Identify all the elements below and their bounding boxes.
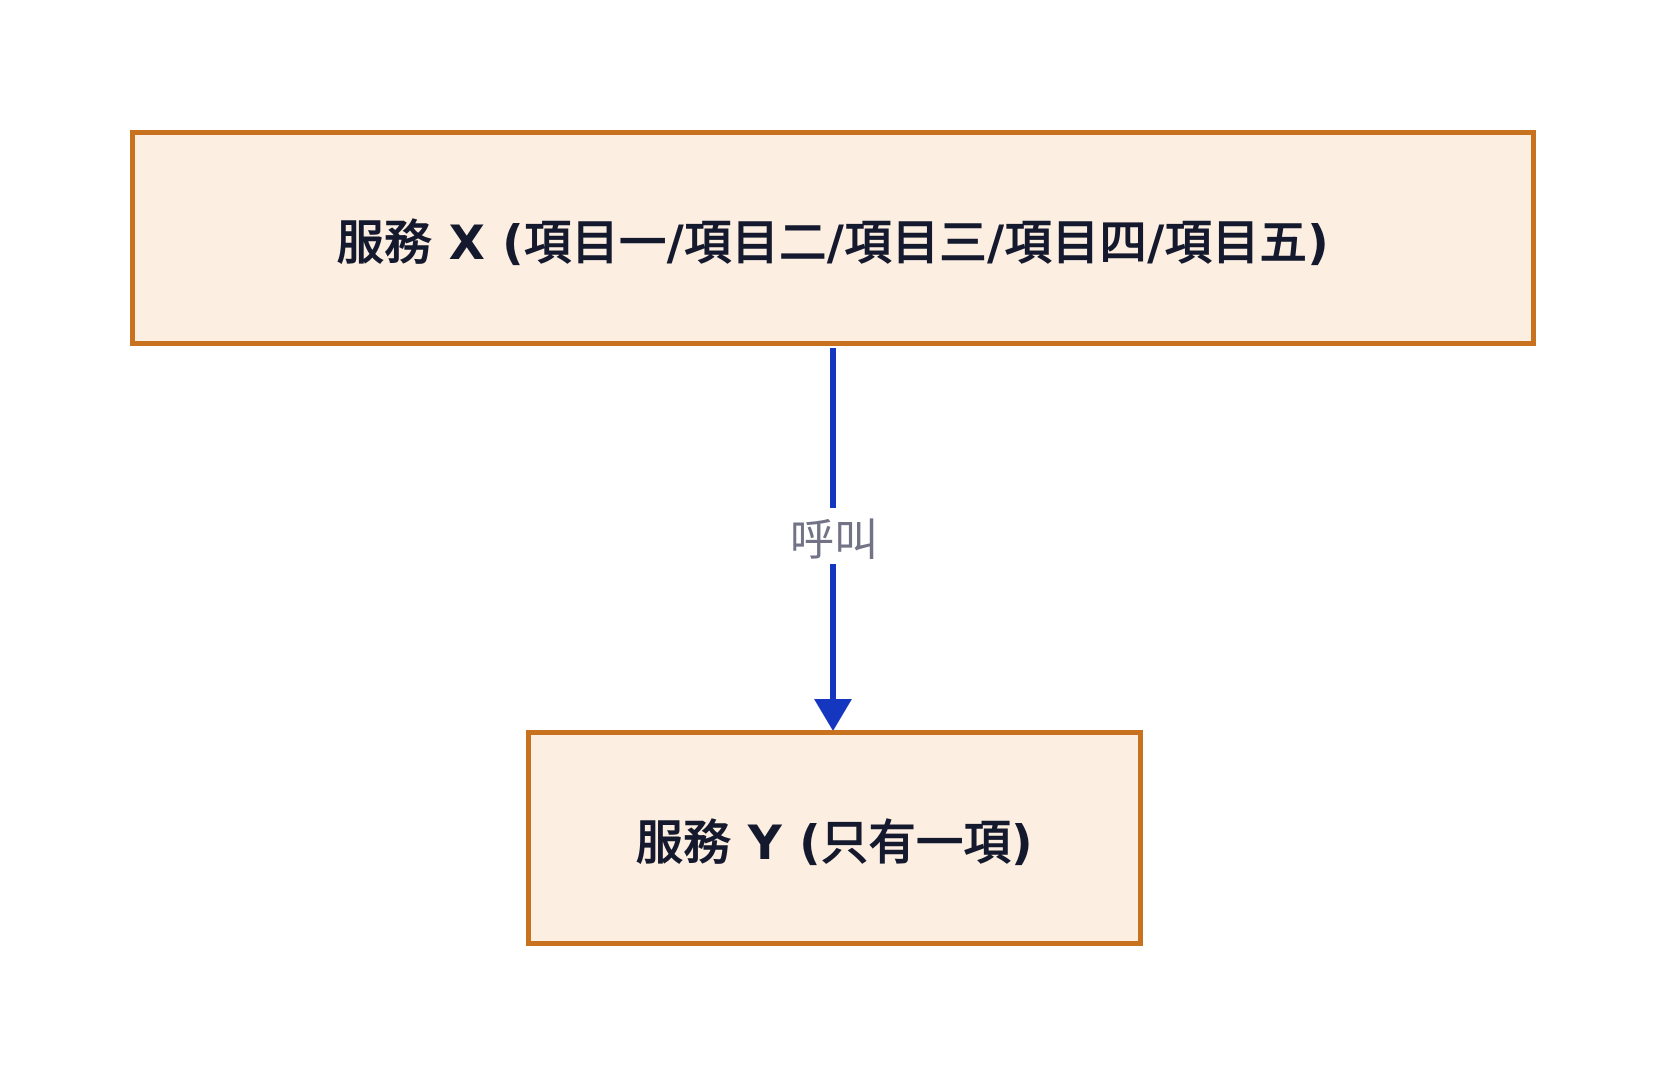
node-service-x-label: 服務 X (項目一/項目二/項目三/項目四/項目五)	[336, 215, 1330, 271]
node-service-x[interactable]: 服務 X (項目一/項目二/項目三/項目四/項目五)	[130, 130, 1536, 346]
arrowhead-icon	[814, 699, 852, 731]
edge-label-call: 呼叫	[782, 508, 886, 566]
node-service-y-label: 服務 Y (只有一項)	[635, 815, 1034, 871]
node-service-y[interactable]: 服務 Y (只有一項)	[526, 730, 1143, 946]
